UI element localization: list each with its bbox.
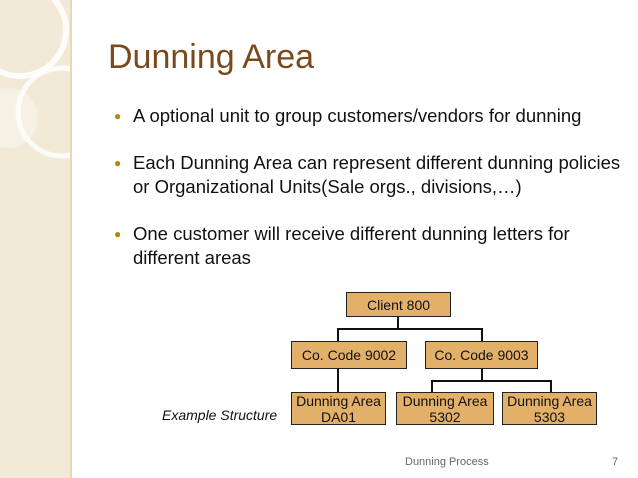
org-box-company: Co. Code 9003 — [425, 341, 538, 369]
connector — [481, 368, 483, 381]
bullet-text: Each Dunning Area can represent differen… — [133, 152, 621, 197]
connector — [481, 328, 483, 341]
connector — [431, 380, 552, 382]
connector — [397, 316, 399, 329]
page-number: 7 — [612, 456, 619, 468]
decorative-sidebar — [0, 0, 70, 478]
bullet-text: One customer will receive different dunn… — [133, 223, 570, 268]
example-structure-label: Example Structure — [162, 407, 278, 423]
bullet-marker-icon: ● — [114, 227, 122, 241]
bullet-item: ● Each Dunning Area can represent differe… — [112, 151, 622, 199]
bullet-item: ● One customer will receive different dun… — [112, 222, 622, 270]
connector — [337, 368, 339, 392]
sidebar-divider — [70, 0, 72, 478]
bullet-marker-icon: ● — [114, 109, 122, 123]
bullet-text: A optional unit to group customers/vendo… — [133, 105, 582, 126]
slide-title: Dunning Area — [108, 38, 315, 76]
bullet-item: ● A optional unit to group customers/vend… — [112, 104, 622, 128]
connector — [550, 380, 552, 392]
footer-text: Dunning Process — [405, 456, 489, 468]
connector — [431, 380, 433, 392]
bullet-list: ● A optional unit to group customers/vend… — [112, 104, 622, 293]
org-box-dunning-area: Dunning Area DA01 — [291, 392, 386, 425]
bullet-marker-icon: ● — [114, 156, 122, 170]
org-box-company: Co. Code 9002 — [291, 341, 407, 369]
org-box-dunning-area: Dunning Area 5302 — [396, 392, 494, 425]
connector — [337, 328, 339, 341]
org-box-dunning-area: Dunning Area 5303 — [502, 392, 597, 425]
decorative-circles — [0, 0, 70, 159]
connector — [337, 328, 483, 330]
org-box-client: Client 800 — [346, 292, 451, 317]
